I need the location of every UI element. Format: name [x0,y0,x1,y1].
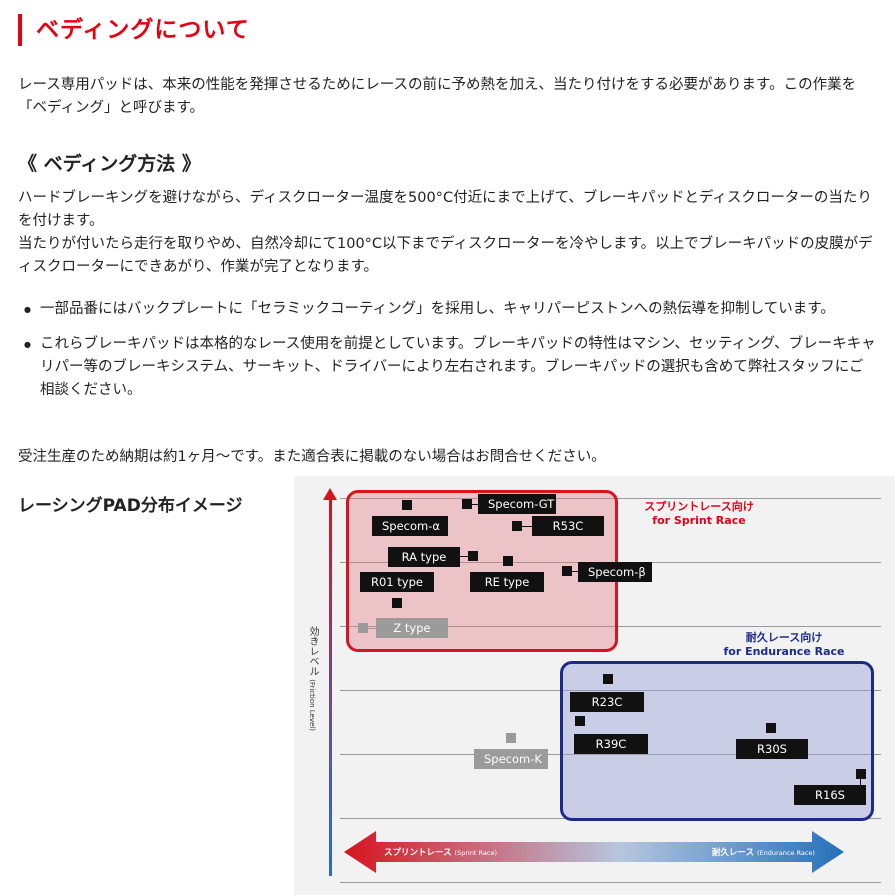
pad-ra-type: RA type [388,547,460,567]
pad-specom-beta: Specom-β [578,562,652,582]
pad-specom-k: Specom-K [474,749,548,769]
method-line-2: 当たりが付いたら走行を取りやめ、自然冷却にて100°C以下までディスクローターを… [18,236,873,275]
sprint-zone-label-en: for Sprint Race [652,514,746,527]
pad-marker [402,500,412,510]
sprint-race-arrow-label: スプリントレース (Sprint Race) [384,847,497,859]
pad-distribution-chart: スプリントレース向け for Sprint Race 耐久レース向け for E… [294,476,895,895]
grid-line [340,882,881,883]
pad-marker [392,598,402,608]
page-title: ベディングについて [36,17,250,43]
y-axis-label-en: (Friction Level) [308,679,316,731]
method-heading: 《 ベディング方法 》 [18,153,201,175]
grid-line [340,626,881,627]
pad-specom-alpha: Specom-α [372,516,448,536]
pad-marker [512,521,522,531]
sprint-zone-label-ja: スプリントレース向け [644,500,754,513]
pad-r53c: R53C [532,516,604,536]
pad-marker [503,556,513,566]
endurance-zone-label: 耐久レース向け for Endurance Race [694,631,874,659]
method-line-1: ハードブレーキングを避けながら、ディスクローター温度を500°C付近にまで上げて… [18,190,872,229]
intro-paragraph: レース専用パッドは、本来の性能を発揮させるためにレースの前に予め熱を加え、当たり… [18,77,857,116]
title-accent-bar [18,14,22,46]
pad-r16s: R16S [794,785,866,805]
pad-connector [470,504,478,505]
grid-line [340,754,881,755]
pad-marker [856,769,866,779]
grid-line [340,690,881,691]
y-axis-line [329,496,332,876]
pad-connector [520,526,532,527]
sprint-race-ja: スプリントレース [384,848,452,858]
pad-r23c: R23C [570,692,644,712]
sprint-race-en: (Sprint Race) [454,849,498,857]
pad-r30s: R30S [736,739,808,759]
pad-marker [506,733,516,743]
pad-connector [366,628,376,629]
list-item: これらブレーキパッドは本格的なレース使用を前提としています。ブレーキパッドの特性… [18,333,877,402]
pad-marker [766,723,776,733]
pad-connector [860,778,861,786]
pad-z-type: Z type [376,618,448,638]
endurance-race-ja: 耐久レース [712,848,755,858]
pad-connector [460,556,468,557]
endurance-zone-label-en: for Endurance Race [723,645,845,658]
pad-marker [468,551,478,561]
pad-map-title: レーシングPAD分布イメージ [18,496,243,516]
pad-r01-type: R01 type [360,572,434,592]
double-arrow-icon [344,831,844,873]
y-axis-label-ja: 効きレベル [307,626,318,676]
pad-re-type: RE type [470,572,544,592]
endurance-race-en: (Endurance Race) [757,849,815,857]
pad-r39c: R39C [574,734,648,754]
pad-marker [603,674,613,684]
lead-time-note: 受注生産のため納期は約1ヶ月〜です。また適合表に掲載のない場合はお問合せください… [18,449,606,465]
pad-marker [562,566,572,576]
method-paragraph: ハードブレーキングを避けながら、ディスクローター温度を500°C付近にまで上げて… [18,187,877,279]
pad-marker [575,716,585,726]
pad-specom-gt: Specom-GT [478,494,556,514]
pad-connector [570,571,578,572]
y-axis-arrow-icon [323,488,337,500]
race-type-arrow [344,831,844,873]
list-item: 一部品番にはバックプレートに「セラミックコーティング」を採用し、キャリパーピスト… [18,298,877,321]
notes-list: 一部品番にはバックプレートに「セラミックコーティング」を採用し、キャリパーピスト… [18,298,877,414]
pad-marker [358,623,368,633]
endurance-zone-label-ja: 耐久レース向け [745,631,823,644]
pad-marker [462,499,472,509]
endurance-race-arrow-label: 耐久レース (Endurance Race) [712,847,815,859]
y-axis-label: 効きレベル (Friction Level) [304,626,318,731]
sprint-zone-label: スプリントレース向け for Sprint Race [624,500,774,528]
